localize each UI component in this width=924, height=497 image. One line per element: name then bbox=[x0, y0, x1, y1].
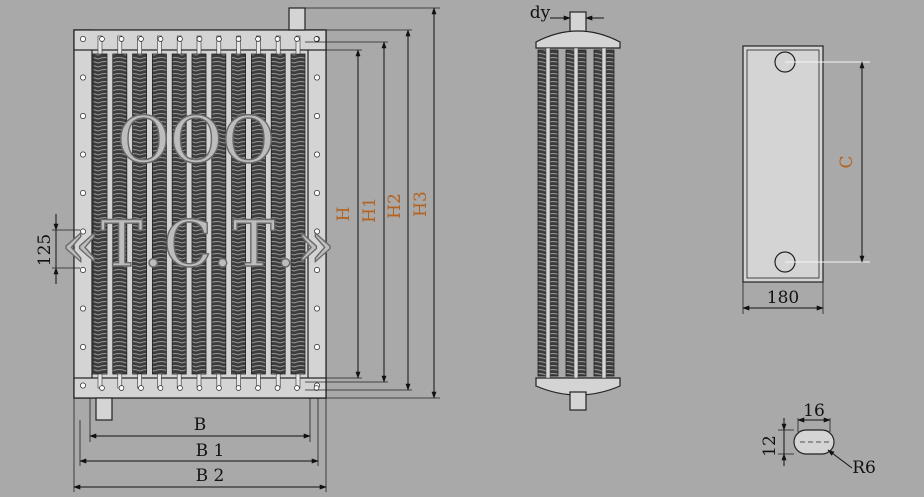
flange-hole bbox=[80, 74, 86, 81]
header-hole bbox=[157, 36, 164, 42]
flange-holes bbox=[80, 36, 320, 391]
header-hole bbox=[255, 385, 261, 391]
tube-stub-top bbox=[275, 35, 281, 55]
finned-tube-bank bbox=[92, 35, 306, 389]
top-nozzle bbox=[288, 7, 306, 31]
header-hole bbox=[255, 36, 261, 42]
slot-outline bbox=[793, 429, 835, 455]
header-hole bbox=[177, 385, 183, 391]
tube-stub-top bbox=[295, 35, 301, 55]
flange-hole bbox=[80, 267, 86, 273]
side-bottom-nozzle bbox=[569, 391, 587, 411]
side-tube-core bbox=[601, 47, 607, 379]
tube-stub-top bbox=[176, 35, 182, 55]
flange-hole bbox=[80, 344, 86, 350]
tube-stub-top bbox=[236, 35, 241, 55]
header-hole bbox=[138, 385, 144, 391]
flange-hole bbox=[314, 305, 320, 312]
dim-b2-label: B 2 bbox=[196, 466, 225, 486]
end-plate bbox=[742, 45, 824, 283]
slot-radius-label: R6 bbox=[852, 458, 876, 478]
flange-hole bbox=[314, 344, 320, 350]
header-hole bbox=[274, 36, 281, 42]
tube-stub-top bbox=[196, 35, 202, 55]
tube-stub-top bbox=[216, 35, 222, 55]
header-hole bbox=[294, 36, 300, 42]
dim-b1-label: B 1 bbox=[196, 441, 225, 461]
end-width-label: 180 bbox=[767, 288, 799, 308]
flange-hole bbox=[314, 228, 320, 235]
flange-hole bbox=[80, 382, 86, 389]
dim-b-label: B bbox=[194, 415, 207, 435]
flange-hole bbox=[314, 113, 320, 119]
dy-label: dy bbox=[530, 3, 551, 23]
tube-stub-top bbox=[97, 35, 103, 55]
flange-hole bbox=[314, 190, 320, 196]
flange-hole bbox=[80, 190, 86, 196]
header-hole bbox=[235, 385, 242, 391]
pitch-label: 125 bbox=[35, 234, 55, 266]
header-hole bbox=[216, 385, 222, 391]
dim-h-label: H bbox=[334, 207, 354, 222]
header-hole bbox=[274, 385, 281, 391]
end-view: C 180 bbox=[742, 45, 870, 314]
width-dimensions: B B 1 B 2 bbox=[73, 398, 327, 492]
dim-h2-label: H2 bbox=[385, 193, 405, 219]
flange-hole bbox=[80, 228, 86, 235]
side-tube-core bbox=[573, 47, 579, 379]
height-dimensions: H H1 H2 H3 bbox=[305, 7, 440, 399]
front-view: ООО «Т.С.Т.» 125 B B 1 B 2 bbox=[35, 7, 440, 492]
header-hole bbox=[196, 36, 203, 42]
header-hole bbox=[196, 385, 203, 391]
side-view: dy bbox=[530, 3, 621, 411]
header-hole bbox=[138, 36, 144, 42]
watermark-line2: «Т.С.Т.» bbox=[61, 208, 335, 282]
header-hole bbox=[177, 36, 183, 42]
flange-hole bbox=[314, 151, 320, 158]
tube-stub-top bbox=[256, 35, 261, 55]
tube-stub-top bbox=[117, 35, 123, 55]
header-hole bbox=[118, 36, 125, 42]
side-top-header bbox=[535, 30, 621, 49]
slot-detail: 16 12 R6 bbox=[760, 401, 876, 478]
flange-hole bbox=[80, 113, 86, 119]
dim-h1-label: H1 bbox=[360, 197, 380, 223]
flange-hole bbox=[80, 151, 86, 158]
tube-stub-top bbox=[137, 35, 142, 55]
watermark-line1: ООО bbox=[117, 104, 274, 178]
header-hole bbox=[216, 36, 222, 42]
side-tube-core bbox=[545, 47, 551, 379]
tube-stub-top bbox=[157, 35, 162, 55]
side-finned-tubes bbox=[537, 47, 615, 379]
header-hole bbox=[313, 36, 320, 42]
header-hole bbox=[294, 385, 300, 391]
header-hole bbox=[99, 36, 105, 42]
flange-hole bbox=[80, 36, 86, 42]
flange-hole bbox=[314, 74, 320, 81]
header-hole bbox=[157, 385, 164, 391]
flange-hole bbox=[314, 267, 320, 273]
bottom-nozzle bbox=[95, 397, 113, 421]
dim-c-label: C bbox=[837, 155, 857, 168]
header-hole bbox=[235, 36, 242, 42]
flange-hole bbox=[80, 305, 86, 312]
pitch-dimension: 125 bbox=[35, 214, 80, 284]
slot-height-label: 12 bbox=[760, 435, 780, 457]
header-hole bbox=[99, 385, 105, 391]
dim-h3-label: H3 bbox=[411, 191, 431, 217]
header-hole bbox=[118, 385, 125, 391]
slot-width-label: 16 bbox=[803, 401, 825, 421]
